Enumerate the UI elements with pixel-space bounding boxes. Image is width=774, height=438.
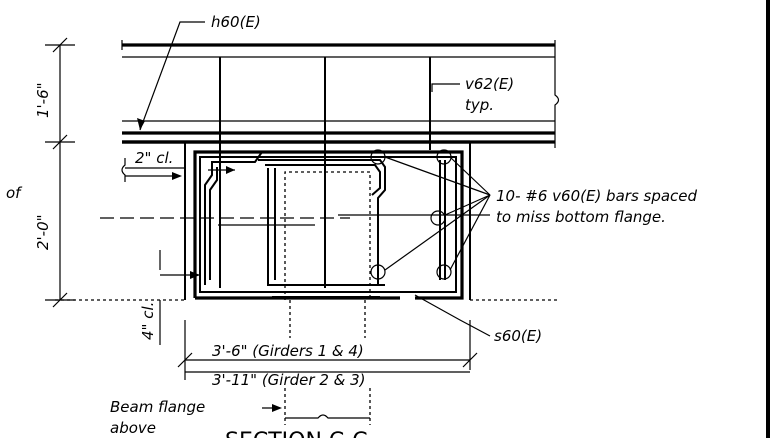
label-typ: typ. xyxy=(465,96,494,114)
label-above: above xyxy=(110,419,156,437)
dimensions xyxy=(45,37,478,380)
label-width-2-3: 3'-11" (Girder 2 & 3) xyxy=(212,371,366,389)
label-dim-1-6: 1'-6" xyxy=(34,82,52,118)
leaders xyxy=(125,21,491,412)
label-dim-2-0: 2'-0" xyxy=(34,214,52,250)
label-cover-2: 2" cl. xyxy=(135,149,173,167)
label-bars-line1: 10- #6 v60(E) bars spaced xyxy=(496,187,698,205)
label-s60: s60(E) xyxy=(494,327,542,345)
label-cover-4: 4" cl. xyxy=(139,302,157,340)
section-title: SECTION C-C xyxy=(225,429,368,438)
label-beam-flange: Beam flange xyxy=(110,398,205,416)
label-width-1-4: 3'-6" (Girders 1 & 4) xyxy=(212,342,364,360)
deck-slab xyxy=(121,40,560,148)
label-of: of xyxy=(6,184,23,202)
cap-outline xyxy=(55,140,560,301)
label-h60: h60(E) xyxy=(211,13,261,31)
girder-flange xyxy=(284,171,371,425)
label-bars-line2: to miss bottom flange. xyxy=(496,208,666,226)
label-v62: v62(E) xyxy=(465,75,514,93)
